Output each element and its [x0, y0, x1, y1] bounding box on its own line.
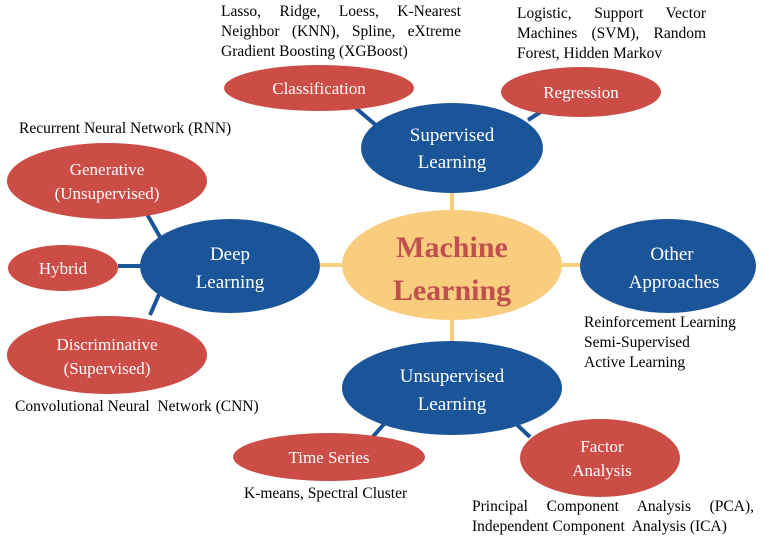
other-approaches-example-line: Semi-Supervised [584, 334, 690, 351]
unsupervised-learning-ellipse [342, 341, 562, 435]
connector-deep-generative [145, 213, 162, 238]
generative-ellipse [7, 143, 207, 219]
classification-example-line: Gradient Boosting (XGBoost) [221, 43, 408, 60]
factor-analysis-ellipse [520, 419, 680, 497]
hybrid-node: Hybrid [8, 245, 118, 291]
hybrid-ellipse [8, 245, 118, 291]
time-series-label: Time Series [288, 448, 369, 467]
unsupervised-learning-line2: Learning [418, 394, 487, 415]
time-series-ellipse [233, 433, 425, 481]
discriminative-line1: Discriminative [56, 335, 157, 354]
classification-node: Classification [224, 65, 414, 111]
classification-example-line: Lasso, Ridge, Loess, K-Nearest [221, 3, 461, 20]
regression-example-line: Logistic, Support Vector [517, 5, 706, 22]
deep-learning-ellipse [140, 219, 320, 313]
discriminative-line2: (Supervised) [64, 359, 151, 378]
discriminative-node: Discriminative (Supervised) [7, 316, 207, 394]
generative-line1: Generative [70, 160, 145, 179]
other-approaches-node: Other Approaches [580, 219, 756, 313]
other-approaches-ellipse [580, 219, 756, 313]
generative-line2: (Unsupervised) [55, 184, 160, 203]
supervised-learning-ellipse [361, 103, 543, 193]
deep-learning-node: Deep Learning [140, 219, 320, 313]
other-approaches-line1: Other [650, 244, 694, 265]
regression-node: Regression [501, 67, 661, 117]
classification-example-line: Neighbor (KNN), Spline, eXtreme [221, 23, 461, 40]
other-approaches-example-line: Active Learning [584, 354, 686, 371]
deep-learning-line1: Deep [210, 244, 250, 265]
time-series-example: K-means, Spectral Cluster [244, 485, 408, 502]
regression-examples: Logistic, Support Vector Machines (SVM),… [517, 4, 706, 64]
regression-ellipse [501, 67, 661, 117]
factor-analysis-example-line: Independent Component Analysis (ICA) [472, 518, 727, 535]
discriminative-example: Convolutional Neural Network (CNN) [15, 398, 259, 415]
regression-example-line: Machines (SVM), Random [517, 25, 706, 42]
unsupervised-learning-node: Unsupervised Learning [342, 341, 562, 435]
center-node: Machine Learning [342, 210, 562, 320]
time-series-node: Time Series [233, 433, 425, 481]
center-title-line1: Machine [396, 231, 508, 264]
discriminative-ellipse [7, 316, 207, 394]
unsupervised-learning-line1: Unsupervised [400, 366, 505, 387]
classification-ellipse [224, 65, 414, 111]
factor-analysis-example-line: Principal Component Analysis (PCA), [472, 498, 754, 515]
connector-deep-discriminative [148, 291, 162, 316]
factor-analysis-examples: Principal Component Analysis (PCA), Inde… [472, 497, 754, 537]
classification-examples: Lasso, Ridge, Loess, K-Nearest Neighbor … [221, 2, 461, 62]
supervised-learning-node: Supervised Learning [361, 103, 543, 193]
classification-label: Classification [272, 79, 366, 98]
center-ellipse [342, 210, 562, 320]
other-approaches-examples: Reinforcement Learning Semi-Supervised A… [584, 313, 736, 373]
regression-label: Regression [543, 83, 619, 102]
other-approaches-example-line: Reinforcement Learning [584, 314, 736, 331]
factor-analysis-node: Factor Analysis [520, 419, 680, 497]
center-title-line2: Learning [393, 274, 511, 307]
supervised-learning-line1: Supervised [410, 125, 495, 146]
hybrid-label: Hybrid [39, 259, 88, 278]
regression-example-line: Forest, Hidden Markov [517, 45, 663, 62]
generative-example: Recurrent Neural Network (RNN) [19, 120, 232, 137]
other-approaches-line2: Approaches [629, 272, 720, 293]
factor-analysis-line1: Factor [580, 437, 624, 456]
supervised-learning-line2: Learning [418, 152, 487, 173]
generative-node: Generative (Unsupervised) [7, 143, 207, 219]
deep-learning-line2: Learning [196, 272, 265, 293]
factor-analysis-line2: Analysis [572, 461, 632, 480]
